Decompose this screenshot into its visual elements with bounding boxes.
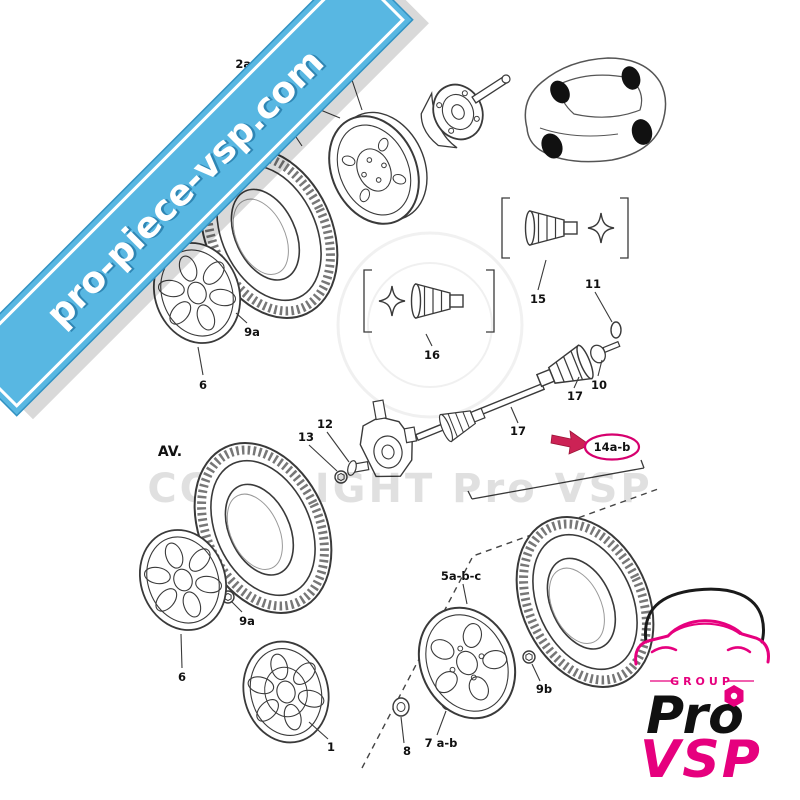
label-bolt-rear: 9a — [244, 325, 260, 339]
label-hubcap-rear: 6 — [199, 378, 207, 392]
label-bolt-front: 9a — [239, 614, 255, 628]
car-wheel-icon — [550, 80, 570, 104]
label-alloy-rim: 5a-b-c — [441, 569, 482, 583]
label-kit-inner: 16 — [424, 348, 440, 362]
center-cap — [392, 697, 410, 717]
circlip — [610, 321, 622, 339]
boot-kit-inner: 16 — [363, 269, 495, 362]
label-shaft-outer: 17 — [567, 389, 583, 403]
label-washer: 12 — [317, 417, 333, 431]
car-wheel-icon — [541, 133, 563, 159]
boot-kit-outer: 15 — [501, 197, 629, 306]
label-wheel-trim: 1 — [327, 740, 335, 754]
front-wheel-group: AV. 6 9a — [125, 421, 358, 684]
rear-hub-assembly — [411, 74, 511, 158]
assembly-bracket — [467, 459, 645, 500]
provsp-logo: GROUP Pro VSP — [634, 587, 770, 790]
label-kit-outer: 15 — [530, 292, 546, 306]
label-outer-joint: 10 — [591, 378, 607, 392]
leader-hubcap-rear — [197, 346, 204, 376]
label-circlip: 11 — [585, 277, 601, 291]
group-boundary — [361, 488, 659, 769]
washer — [347, 460, 357, 476]
label-bolt-9b: 9b — [536, 682, 552, 696]
logo-hexagon-icon — [724, 685, 744, 707]
label-center-cap: 8 — [403, 744, 411, 758]
label-nut: 13 — [298, 430, 314, 444]
label-hub-cover: 7 a-b — [425, 736, 458, 750]
logo-vsp-text: VSP — [640, 730, 762, 790]
logo-group-text: GROUP — [670, 675, 734, 688]
alloy-rim — [400, 590, 534, 736]
car-sketch — [524, 57, 667, 163]
section-front: AV. — [158, 444, 182, 460]
steering-knuckle — [352, 399, 418, 478]
wheel-trim — [231, 630, 341, 754]
car-wheel-icon — [631, 119, 653, 145]
label-hubcap-front: 6 — [178, 670, 186, 684]
car-wheel-icon — [621, 66, 641, 90]
logo-car-icon — [634, 587, 770, 666]
alloy-tire — [490, 495, 679, 710]
alloy-wheel-bolt — [522, 650, 536, 664]
callout-arrow-icon — [550, 430, 591, 455]
watermark-stamp — [336, 231, 524, 419]
driveshaft-assembly: 14a-b 11 10 17 17 12 13 — [298, 277, 645, 500]
label-driveshaft-ref: 14a-b — [594, 440, 631, 454]
reference-oval — [583, 433, 641, 461]
inner-cv-boot — [436, 399, 490, 444]
alloy-wheel-group: 1 8 7 a-b 5a-b-c 9b — [231, 488, 679, 769]
leader-bolt-rear — [235, 312, 248, 324]
label-shaft-inner: 17 — [510, 424, 526, 438]
stub-axle — [602, 340, 621, 354]
